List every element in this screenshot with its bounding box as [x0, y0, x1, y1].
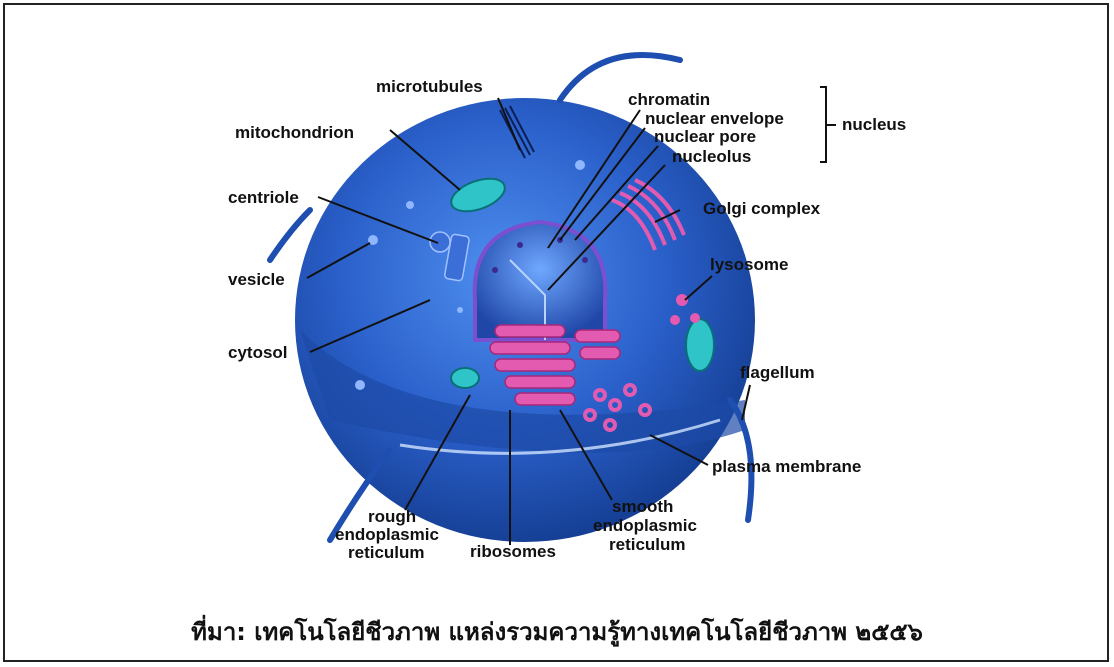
label-microtubules: microtubules [376, 77, 483, 96]
nucleus-shape [475, 222, 606, 340]
label-mitochondrion: mitochondrion [235, 123, 354, 142]
label-chromatin: chromatin [628, 90, 710, 109]
label-lysosome: lysosome [710, 255, 788, 274]
label-smooth-er-2: endoplasmic [593, 516, 697, 535]
label-rough-er-3: reticulum [348, 543, 425, 562]
label-vesicle: vesicle [228, 270, 285, 289]
label-cytosol: cytosol [228, 343, 288, 362]
label-nuclear-pore: nuclear pore [654, 127, 756, 146]
label-nucleolus: nucleolus [672, 147, 751, 166]
label-rough-er-1: rough [368, 507, 416, 526]
label-plasma-membrane: plasma membrane [712, 457, 861, 476]
label-golgi-complex: Golgi complex [703, 199, 821, 218]
label-smooth-er-1: smooth [612, 497, 673, 516]
label-smooth-er-3: reticulum [609, 535, 686, 554]
label-ribosomes: ribosomes [470, 542, 556, 561]
label-nucleus: nucleus [842, 115, 906, 134]
label-rough-er-2: endoplasmic [335, 525, 439, 544]
figure-caption: ที่มา: เทคโนโลยีชีวภาพ แหล่งรวมความรู้ทา… [0, 612, 1114, 651]
label-flagellum: flagellum [740, 363, 815, 382]
label-centriole: centriole [228, 188, 299, 207]
label-nuclear-envelope: nuclear envelope [645, 109, 784, 128]
nucleus-bracket [820, 87, 836, 162]
